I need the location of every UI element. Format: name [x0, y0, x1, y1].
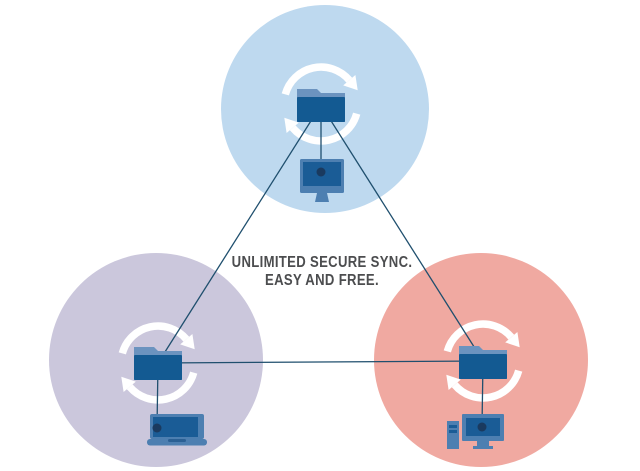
caption: UNLIMITED SECURE SYNC. EASY AND FREE. — [199, 254, 445, 289]
sync-endpoint-dot — [316, 167, 326, 177]
endpoint-dots — [152, 167, 487, 433]
sync-rings — [118, 63, 523, 404]
folders — [134, 89, 507, 380]
sync-endpoint-dot — [477, 422, 487, 432]
desktop-monitor-icon — [300, 159, 344, 202]
cloud-circles — [49, 5, 588, 467]
connection-line-top-right — [320, 104, 484, 362]
connection-line-left-right — [157, 360, 484, 364]
folder-icon — [459, 346, 507, 379]
sync-endpoint-dot — [152, 423, 162, 433]
folder-icon — [297, 89, 345, 122]
sync-ring-icon — [118, 322, 198, 404]
folder-icon — [134, 347, 182, 380]
laptop-icon — [147, 414, 207, 446]
caption-line-2: EASY AND FREE. — [265, 271, 379, 289]
connection-line-top-left — [157, 104, 322, 364]
sync-ring-icon — [281, 63, 361, 145]
sync-ring-icon — [443, 320, 523, 402]
caption-line-1: UNLIMITED SECURE SYNC. — [231, 254, 413, 271]
